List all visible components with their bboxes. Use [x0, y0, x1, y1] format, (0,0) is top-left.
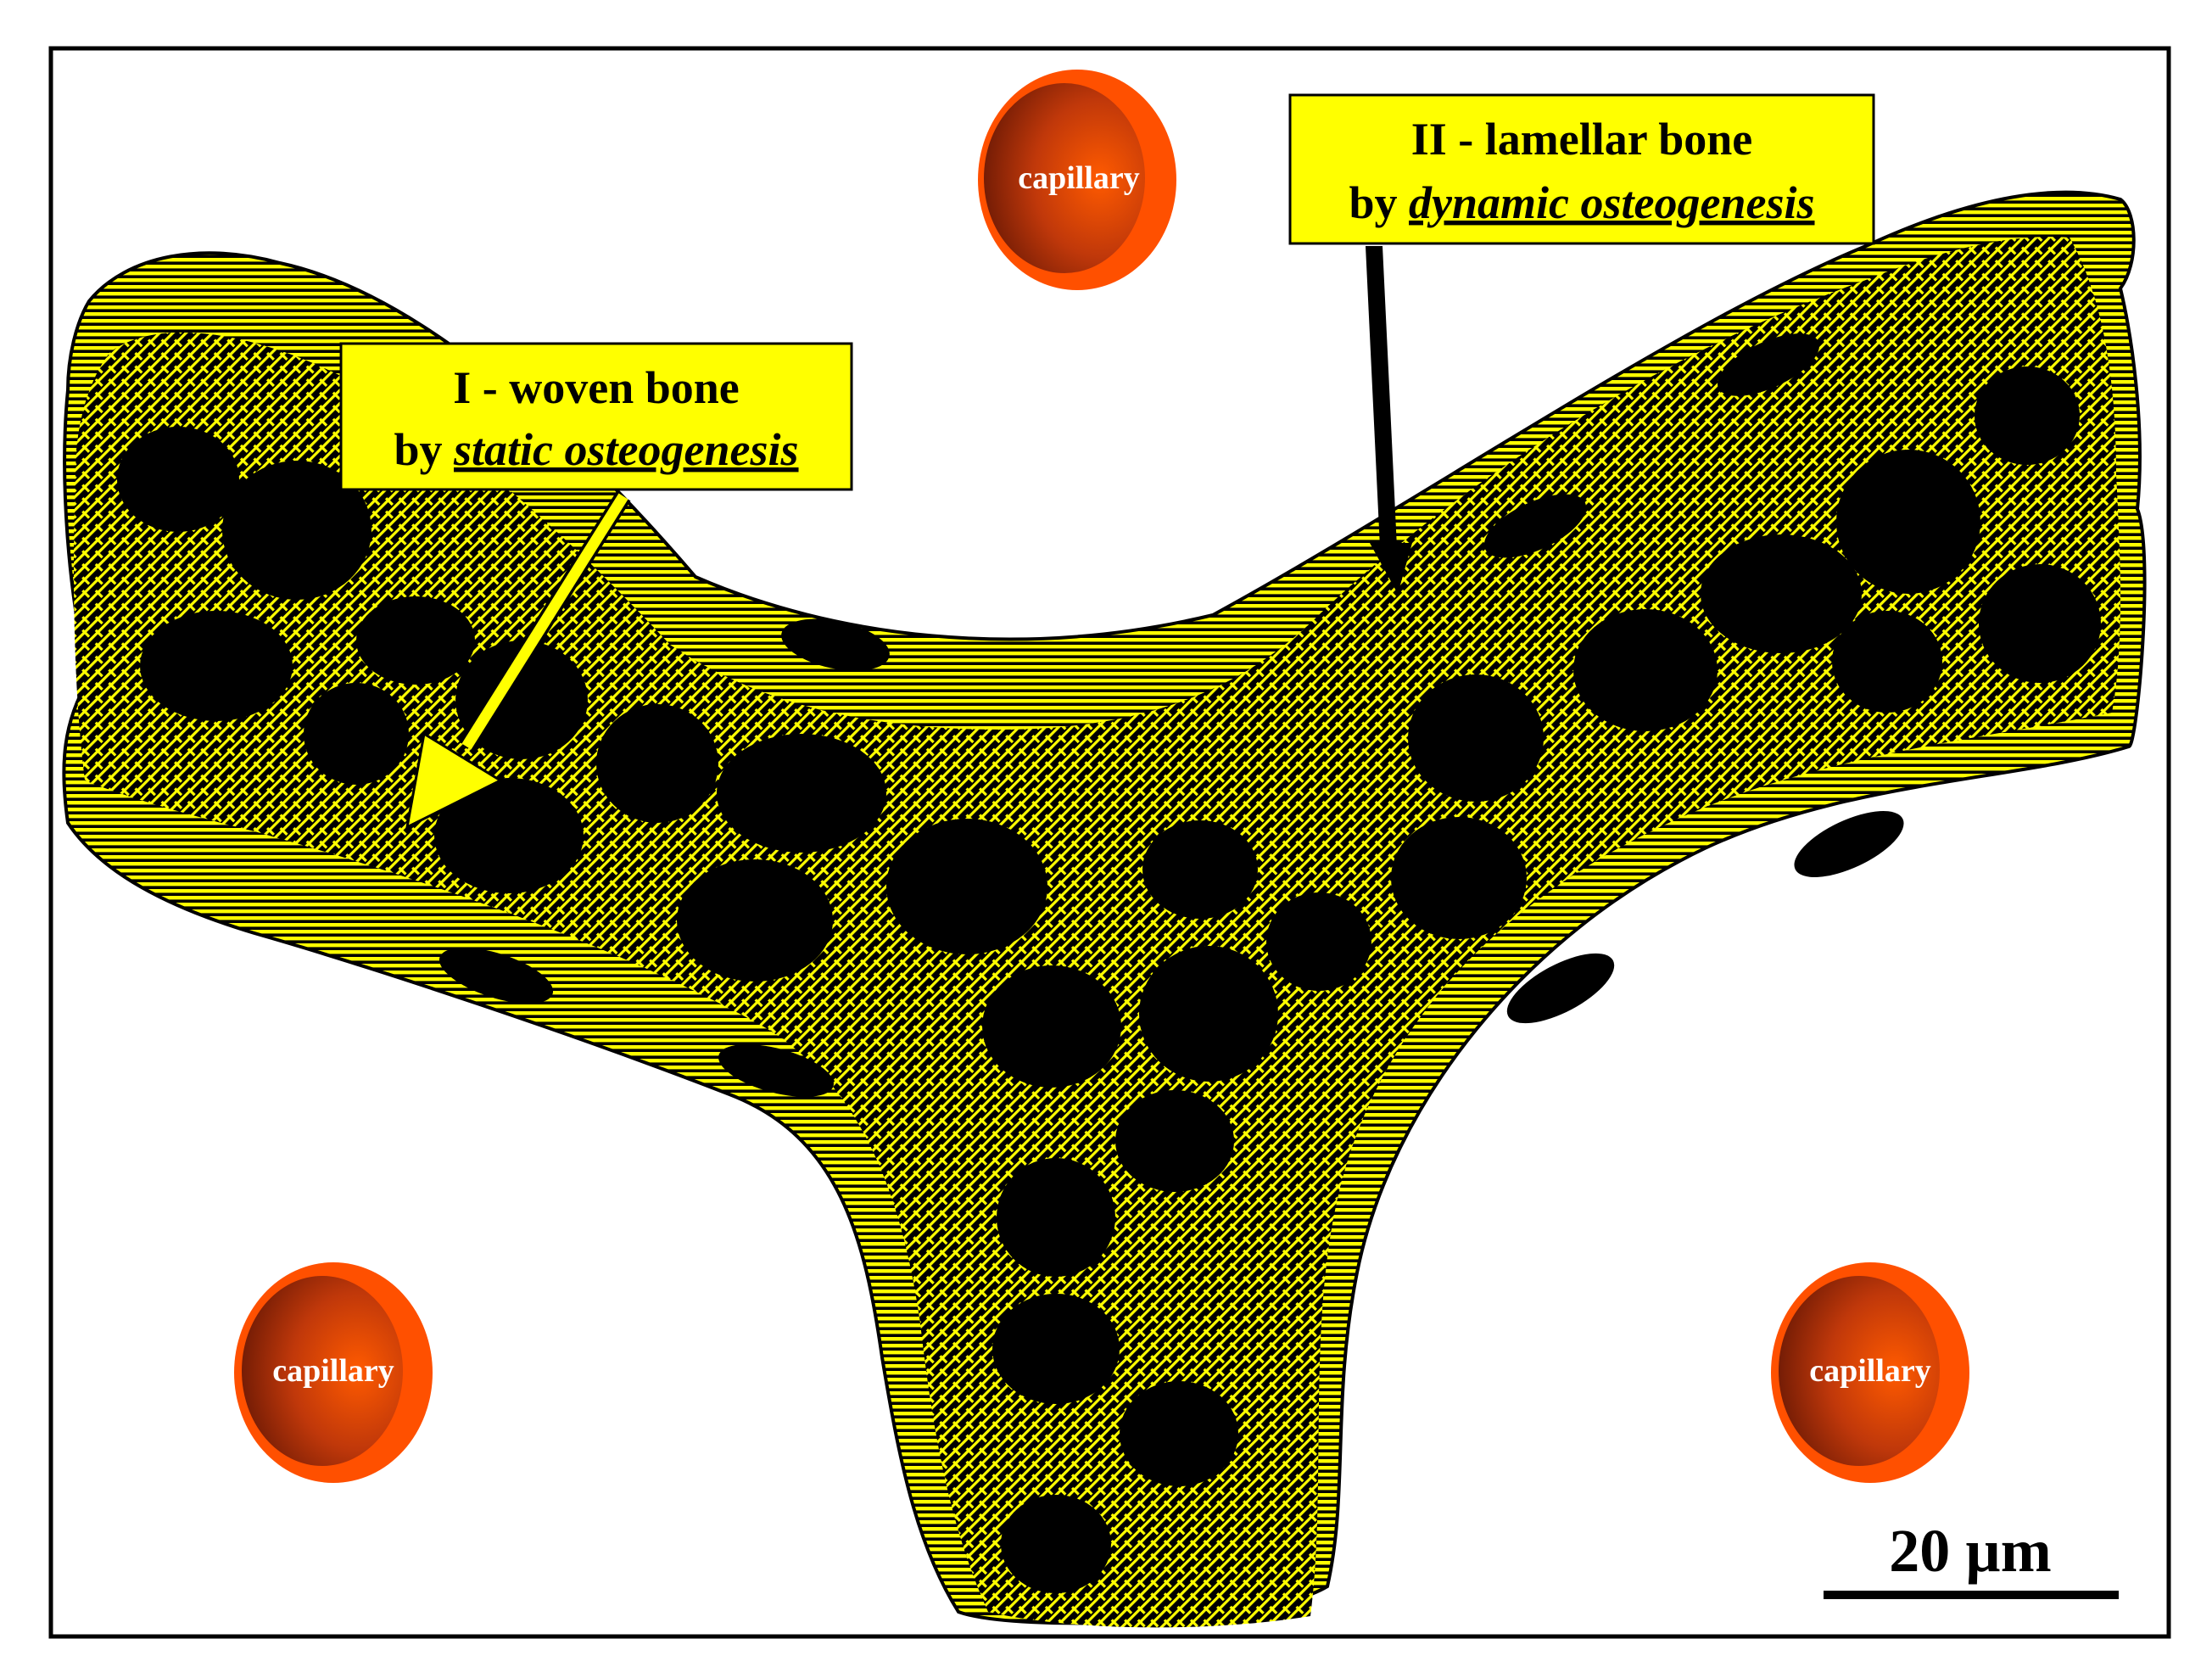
woven-bone-core [74, 237, 2121, 1628]
flat-osteocyte [1506, 953, 1615, 1024]
woven-bone-label: I - woven bone by static osteogenesis [339, 342, 853, 491]
woven-arrow [405, 491, 631, 830]
osteocyte [140, 611, 293, 721]
osteocyte [434, 778, 584, 893]
lamellar-arrow [1366, 246, 1412, 594]
osteocyte [1701, 534, 1862, 653]
osteocyte [1001, 1495, 1111, 1593]
capillary-inner [984, 83, 1145, 273]
flat-osteocyte [718, 1044, 834, 1097]
lamellar-line2-emphasis: dynamic osteogenesis [1409, 177, 1814, 228]
capillary-label: capillary [1018, 160, 1140, 196]
osteocyte [1120, 1381, 1238, 1486]
capillary-inner [1779, 1276, 1940, 1466]
scale-bar-line [1824, 1591, 2119, 1599]
flat-osteocyte [1483, 494, 1587, 558]
osteocyte [1975, 366, 2080, 465]
osteocyte [1979, 564, 2101, 683]
woven-line1: I - woven bone [453, 362, 740, 413]
flat-osteocyte [1717, 333, 1820, 396]
osteocyte [1836, 450, 1980, 594]
capillary-top: capillary [978, 70, 1176, 290]
osteocyte [997, 1158, 1115, 1277]
osteocytes [117, 333, 2101, 1593]
label-box [1288, 93, 1875, 245]
lamellar-line1: II - lamellar bone [1411, 114, 1753, 165]
osteocyte [992, 1294, 1120, 1404]
woven-line2-prefix: by [394, 424, 454, 475]
lamellar-arrow-shaft [1366, 246, 1397, 547]
osteocyte [1115, 1090, 1234, 1192]
flat-osteocyte [781, 618, 890, 671]
osteocyte [677, 859, 833, 982]
osteocyte [886, 819, 1047, 954]
capillary-left: capillary [234, 1262, 433, 1483]
woven-line2: by static osteogenesis [394, 424, 798, 475]
osteocyte [717, 734, 886, 853]
lamellar-bone-label: II - lamellar bone by dynamic osteogenes… [1288, 93, 1875, 245]
osteocyte [304, 683, 409, 785]
flat-osteocyte [1794, 811, 1904, 877]
woven-arrowhead [405, 731, 504, 830]
scale-bar: 20 µm [1824, 1517, 2119, 1599]
lamellar-arrowhead [1370, 543, 1412, 594]
osteocyte [117, 427, 239, 532]
capillary-right: capillary [1771, 1262, 1969, 1483]
capillary-label: capillary [272, 1353, 394, 1389]
flat-osteocyte [438, 948, 554, 1004]
lamellar-line2-prefix: by [1349, 177, 1409, 228]
woven-arrow-shaft-fill [461, 493, 628, 750]
woven-line2-emphasis: static osteogenesis [453, 424, 798, 475]
osteocyte [356, 596, 475, 685]
osteocyte [1391, 817, 1527, 939]
osteocyte [1139, 946, 1278, 1082]
lamellar-line2: by dynamic osteogenesis [1349, 177, 1814, 228]
osteocyte [596, 704, 718, 823]
osteocyte [1573, 609, 1718, 731]
osteocyte [982, 965, 1121, 1088]
osteocyte [1266, 892, 1371, 991]
osteocyte [455, 641, 588, 759]
capillary-inner [242, 1276, 403, 1466]
osteocyte [1832, 611, 1942, 713]
label-box [339, 342, 853, 491]
scale-bar-label: 20 µm [1889, 1517, 2051, 1585]
osteocyte [1408, 674, 1544, 802]
osteocyte [222, 461, 371, 600]
osteocyte [1142, 820, 1258, 919]
capillary-label: capillary [1809, 1353, 1931, 1389]
